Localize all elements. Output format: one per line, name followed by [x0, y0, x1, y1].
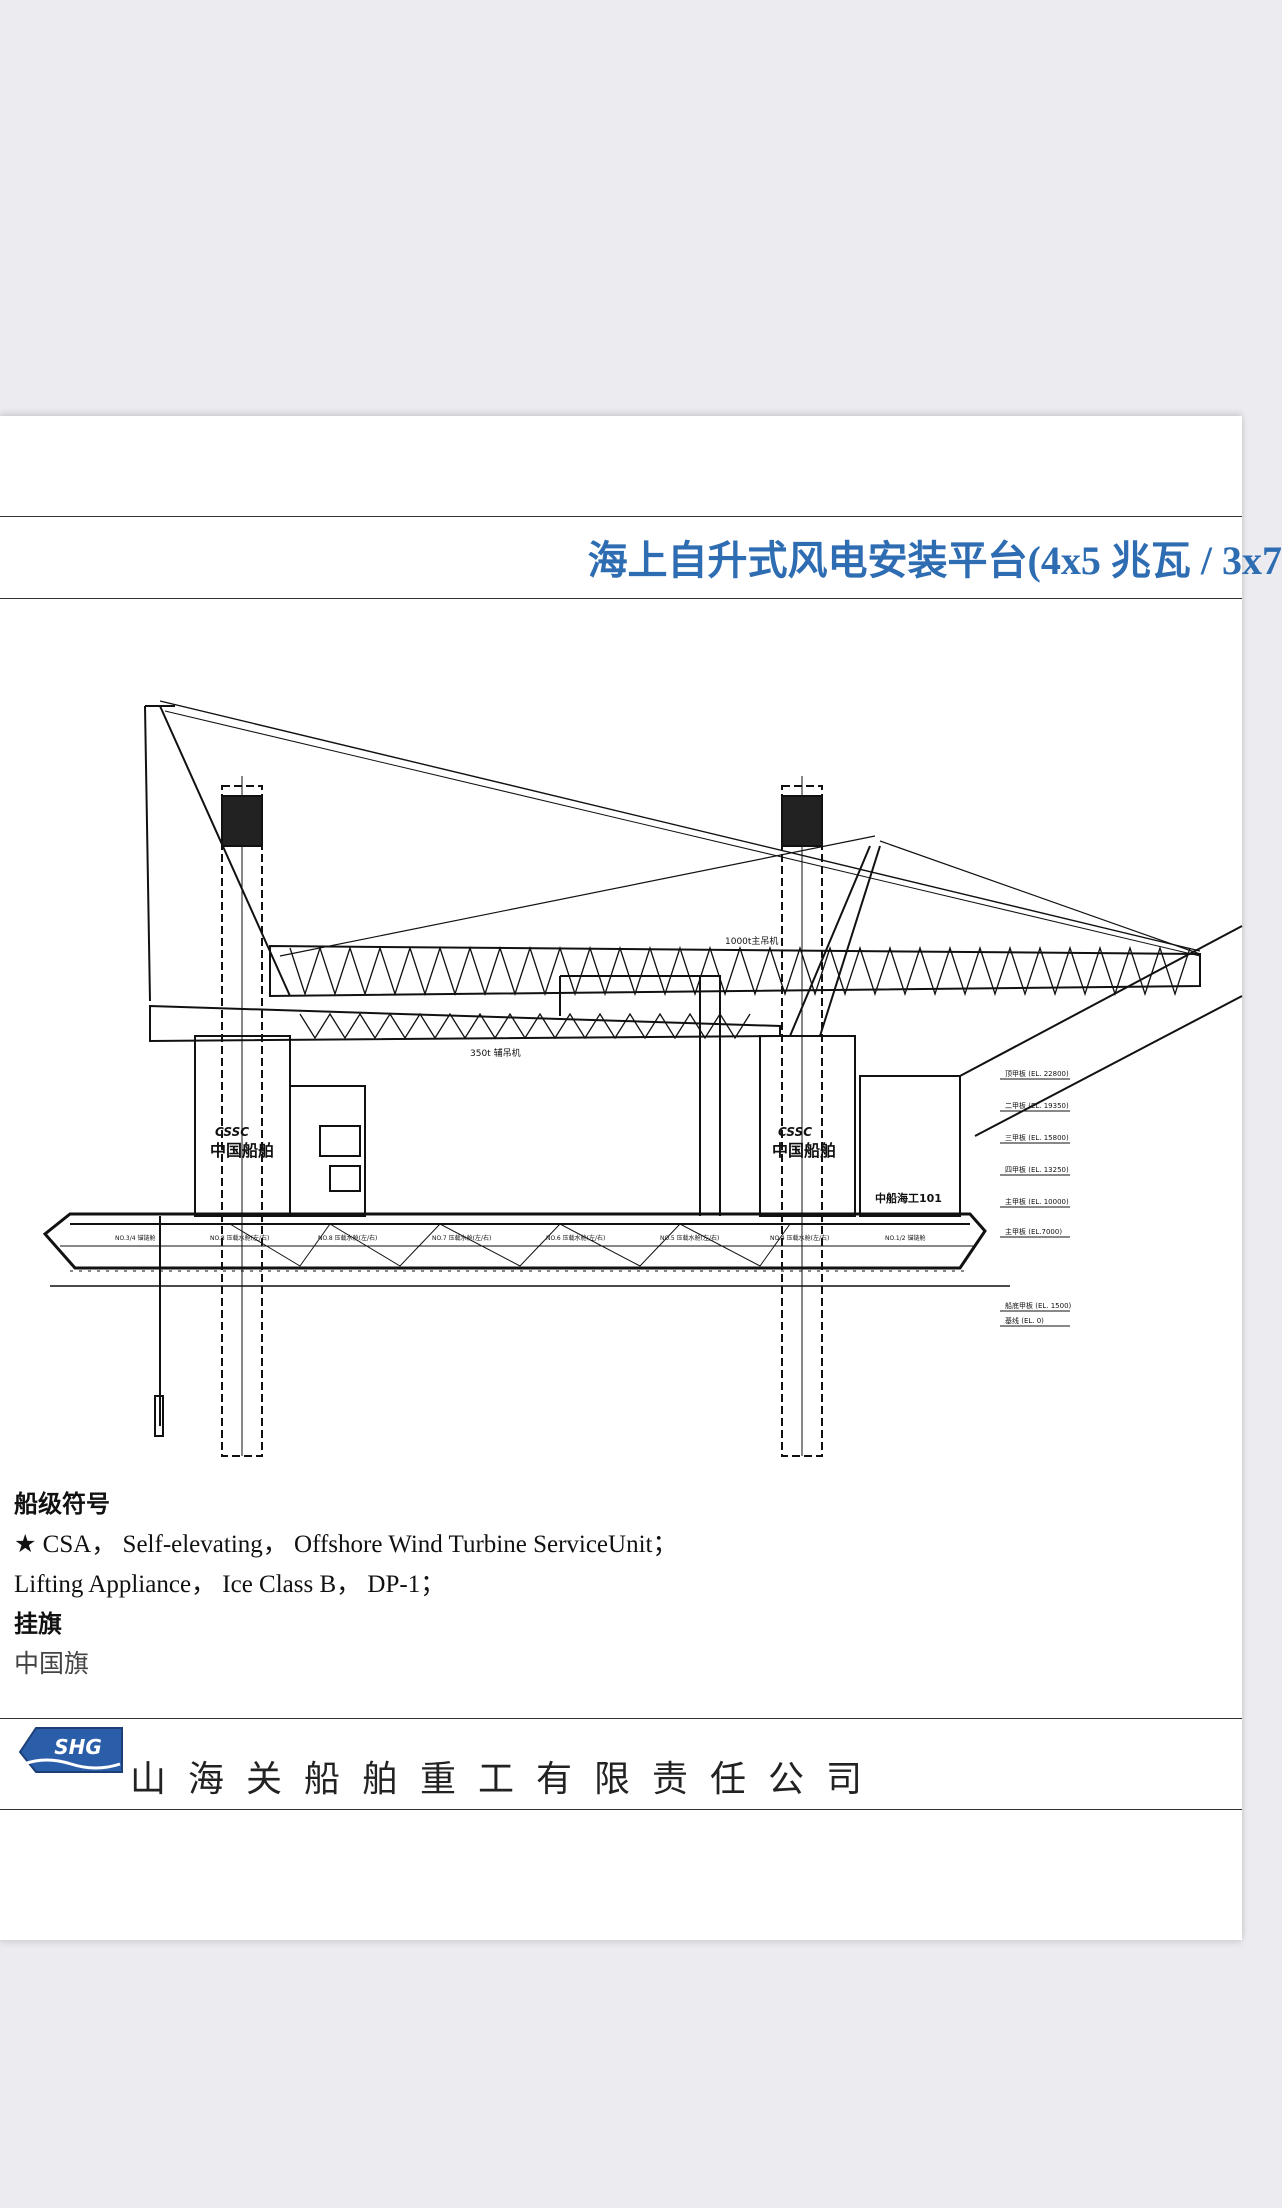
- elevation-label: 三甲板 (EL. 15800): [1005, 1133, 1069, 1142]
- shg-logo: SHG: [18, 1727, 123, 1773]
- class-notation-line2: Lifting Appliance， Ice Class B， DP-1；: [14, 1571, 446, 1598]
- flag-heading: 挂旗: [14, 1610, 62, 1638]
- tank-label: NO.4 压载水舱(左/右): [770, 1234, 829, 1242]
- elevation-label: 主甲板 (EL.7000): [1005, 1227, 1062, 1236]
- flag-value: 中国旗: [14, 1651, 90, 1678]
- document-page: 海上自升式风电安装平台(4x5 兆瓦 / 3x7: [0, 416, 1282, 1940]
- brand-text-fwd: 中国船舶: [772, 1141, 836, 1160]
- tank-label: NO.3/4 锚链舱: [115, 1234, 155, 1242]
- tank-label: NO.8 压载水舱(左/右): [210, 1234, 269, 1242]
- elevation-label: 二甲板 (EL. 19350): [1005, 1101, 1069, 1110]
- logo-text: SHG: [54, 1735, 102, 1759]
- elevation-label: 基线 (EL. 0): [1005, 1316, 1044, 1325]
- tank-label: NO.1/2 锚链舱: [885, 1234, 925, 1242]
- header-top-rule: [0, 516, 1242, 517]
- company-name: 山海关船舶重工有限责任公司: [130, 1759, 885, 1800]
- upper-crane-label: 1000t主吊机: [725, 935, 778, 947]
- elevation-label: 船底甲板 (EL. 1500): [1005, 1301, 1072, 1310]
- footer-top-rule: [0, 1718, 1242, 1719]
- class-notation-line1: ★ CSA， Self-elevating， Offshore Wind Tur…: [14, 1531, 678, 1558]
- footer-bottom-rule: [0, 1809, 1242, 1810]
- brand-logo-fwd: CSSC: [778, 1125, 812, 1139]
- hull-name: 中船海工101: [875, 1191, 942, 1205]
- elevation-label: 主甲板 (EL. 10000): [1005, 1197, 1069, 1206]
- elevation-label: 顶甲板 (EL. 22800): [1005, 1069, 1069, 1078]
- lower-crane-label: 350t 辅吊机: [470, 1047, 521, 1059]
- page-title: 海上自升式风电安装平台(4x5 兆瓦 / 3x7: [587, 538, 1282, 583]
- class-notation-heading: 船级符号: [14, 1490, 110, 1518]
- tank-label: NO.5 压载水舱(左/右): [660, 1234, 719, 1242]
- tank-label: NO.6 压载水舱(左/右): [546, 1234, 605, 1242]
- brand-logo-aft: CSSC: [215, 1125, 249, 1139]
- tank-label: NO.8 压载水舱(左/右): [318, 1234, 377, 1242]
- elevation-label: 四甲板 (EL. 13250): [1005, 1165, 1069, 1174]
- header-bottom-rule: [0, 598, 1242, 599]
- tank-label: NO.7 压载水舱(左/右): [432, 1234, 491, 1242]
- brand-text-aft: 中国船舶: [210, 1141, 274, 1160]
- vessel-elevation-drawing: 1000t主吊机 350t 辅吊机 中船海工101 中国船舶 中国船舶 CSSC…: [42, 700, 1243, 1457]
